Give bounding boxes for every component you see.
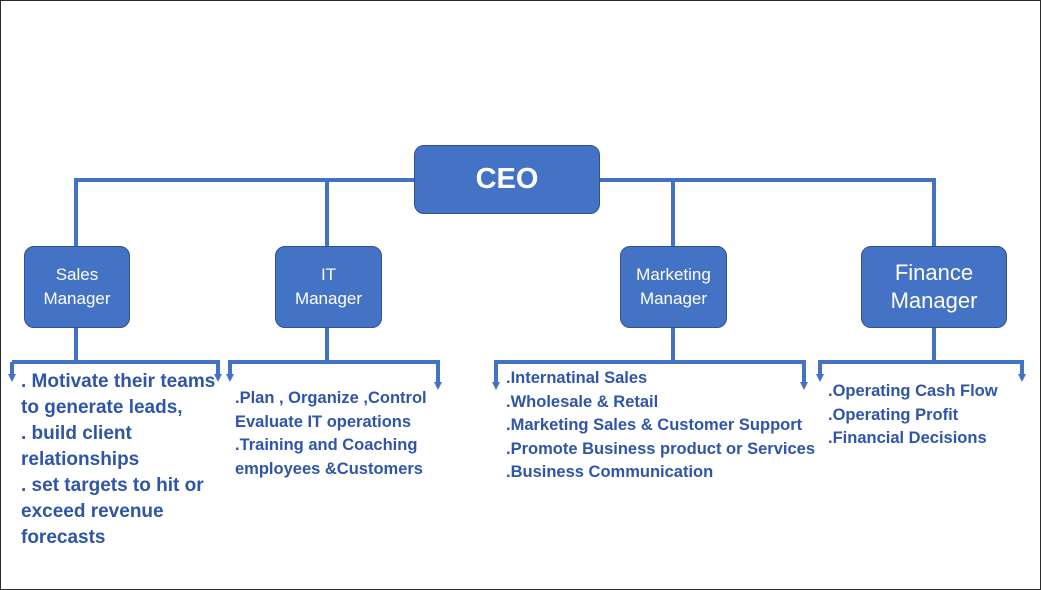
finance-manager-box: Finance Manager	[861, 246, 1007, 328]
duty-line: .Training and Coaching	[235, 436, 418, 454]
finance-manager-label: Finance Manager	[890, 260, 978, 313]
duty-line: employees &Customers	[235, 459, 423, 478]
it-manager-label: IT Manager	[294, 265, 363, 308]
marketing-manager-box: Marketing Manager	[620, 246, 727, 328]
duty-line: forecasts	[21, 527, 106, 548]
it-duties-list: .Plan , Organize ,Control Evaluate IT op…	[235, 387, 427, 481]
duty-line: exceed revenue	[21, 501, 164, 522]
duty-line: .Internatinal Sales	[506, 369, 648, 387]
duty-line: .Operating Profit	[828, 405, 959, 424]
duty-line: .Financial Decisions	[828, 429, 987, 447]
ceo-connector-left	[74, 178, 414, 246]
finance-duties-list: .Operating Cash Flow .Operating Profit .…	[828, 380, 998, 451]
ceo-connector-right	[600, 178, 936, 246]
duty-line: .Operating Cash Flow	[828, 382, 998, 400]
duty-line: .Marketing Sales & Customer Support	[506, 416, 803, 434]
sales-duties-list: . Motivate their teams to generate leads…	[21, 369, 215, 551]
duty-line: Evaluate IT operations	[235, 412, 412, 431]
duty-line: relationships	[21, 449, 140, 470]
duty-line: .Wholesale & Retail	[506, 392, 659, 411]
duty-line: .Plan , Organize ,Control	[235, 389, 427, 407]
duty-line: to generate leads,	[21, 397, 183, 418]
ceo-box: CEO	[414, 145, 600, 214]
marketing-manager-label: Marketing Manager	[636, 265, 711, 308]
duty-line: . Motivate their teams	[21, 371, 216, 392]
duty-line: .Business Communication	[506, 463, 714, 481]
sales-manager-box: Sales Manager	[24, 246, 130, 328]
duty-line: .Promote Business product or Services	[506, 439, 816, 458]
it-manager-box: IT Manager	[275, 246, 382, 328]
sales-manager-label: Sales Manager	[43, 265, 111, 308]
marketing-duties-list: .Internatinal Sales .Wholesale & Retail …	[506, 367, 815, 485]
ceo-label: CEO	[475, 163, 539, 195]
duty-line: . build client	[21, 423, 132, 444]
duty-line: . set targets to hit or	[21, 475, 204, 496]
